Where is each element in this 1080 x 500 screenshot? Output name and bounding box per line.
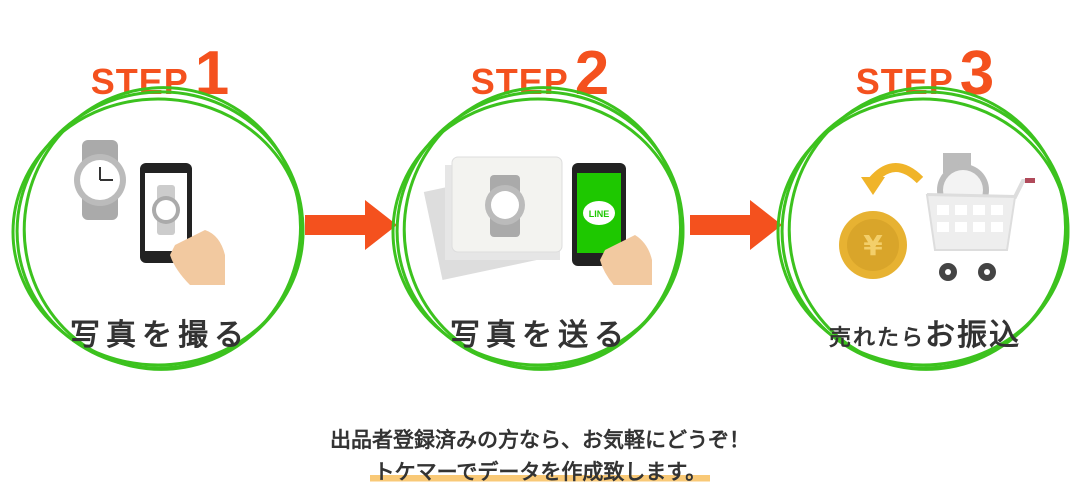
message-line-2: トケマーでデータを作成致します。 bbox=[0, 456, 1080, 486]
step-3-label: 売れたらお振込 bbox=[775, 310, 1075, 354]
scribble-ring-icon bbox=[391, 86, 685, 371]
step-3-label-small: 売れたら bbox=[828, 326, 925, 351]
step-word: STEP bbox=[855, 61, 954, 102]
step-2-label: 写真を送る bbox=[450, 318, 630, 353]
line-phone-icon: LINE bbox=[572, 163, 652, 285]
step-word: STEP bbox=[470, 61, 569, 102]
step-word: STEP bbox=[90, 61, 189, 102]
step-1-title: STEP1 bbox=[40, 38, 280, 109]
photos-stack-icon bbox=[423, 156, 563, 281]
arrow-right-icon bbox=[690, 200, 782, 250]
message-line-1: 出品者登録済みの方なら、お気軽にどうぞ！ bbox=[330, 428, 750, 452]
highlighted-text: トケマーでデータを作成致します。 bbox=[369, 460, 711, 484]
watch-photo-icon bbox=[74, 140, 225, 285]
step-1-circle: 写真を撮る bbox=[10, 85, 310, 375]
scribble-ring-icon bbox=[776, 86, 1070, 371]
scribble-ring-icon bbox=[11, 86, 305, 371]
step-3-label-big: お振込 bbox=[925, 318, 1021, 353]
step-3-circle: ¥ 売れたらお振込 bbox=[775, 85, 1075, 375]
line-badge: LINE bbox=[589, 209, 610, 219]
arrow-right-icon bbox=[305, 200, 397, 250]
curved-arrow-icon bbox=[861, 163, 924, 195]
yen-coin-icon: ¥ bbox=[839, 211, 907, 279]
step-3-title: STEP3 bbox=[805, 38, 1045, 109]
step-1-label: 写真を撮る bbox=[70, 318, 250, 353]
step-2-circle: LINE 写真を送る bbox=[390, 85, 690, 375]
coin-symbol: ¥ bbox=[863, 229, 883, 262]
shopping-cart-icon bbox=[925, 153, 1035, 281]
